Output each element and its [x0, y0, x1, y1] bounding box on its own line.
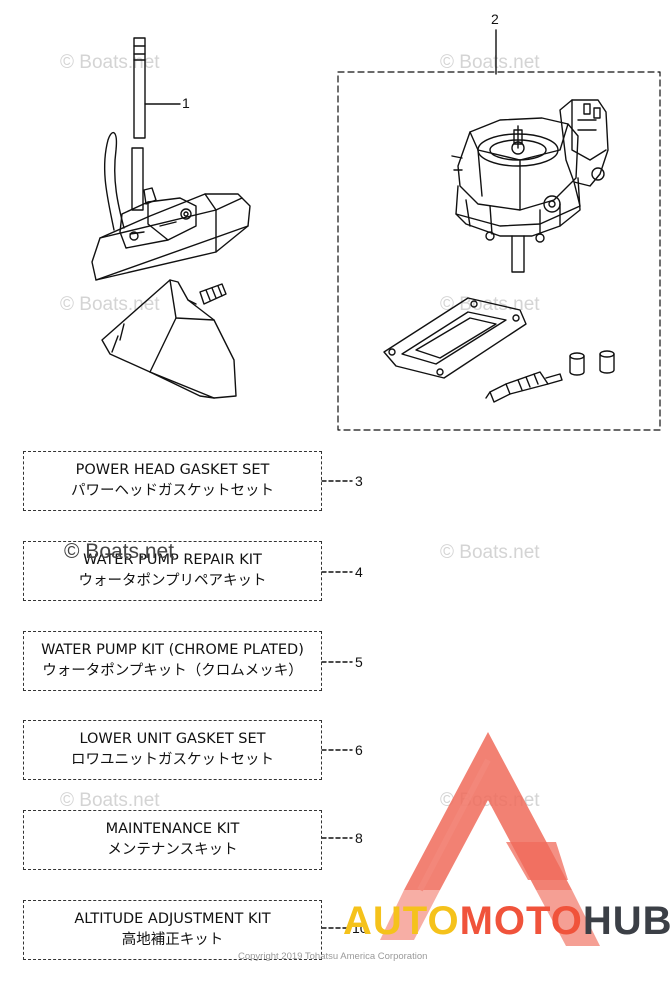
power-head-drawing: [451, 99, 609, 273]
kit-label-en: MAINTENANCE KIT: [105, 821, 240, 837]
lower-unit-drawing: [91, 37, 251, 399]
watermark: © Boats.net: [60, 294, 160, 315]
kit-box-maintenance-kit[interactable]: MAINTENANCE KIT メンテナンスキット: [23, 810, 322, 870]
automotohub-logo: [380, 732, 600, 946]
kit-label-en: WATER PUMP REPAIR KIT: [83, 552, 262, 568]
brand-part-moto: MOTO: [459, 899, 583, 943]
brand-part-auto: AUTO: [343, 899, 460, 943]
watermark: © Boats.net: [60, 790, 160, 811]
brand-wordmark: AUTOMOTOHUB: [343, 899, 672, 944]
gasket-drawing: [383, 297, 527, 379]
kit-label-en: LOWER UNIT GASKET SET: [79, 731, 266, 747]
kit-number: 4: [355, 564, 363, 580]
kit-box-water-pump-repair-kit[interactable]: WATER PUMP REPAIR KIT ウォータポンプリペアキット: [23, 541, 322, 601]
brand-part-hub: HUB: [582, 899, 672, 943]
watermark: © Boats.net: [440, 52, 540, 73]
watermark-overlay: © Boats.net: [64, 540, 175, 563]
kit-number: 5: [355, 654, 363, 670]
kit-number: 8: [355, 830, 363, 846]
caps-drawing: [569, 350, 615, 376]
kit-box-lower-unit-gasket-set[interactable]: LOWER UNIT GASKET SET ロワユニットガスケットセット: [23, 720, 322, 780]
kit-number: 10: [352, 920, 368, 936]
kit-label-jp: パワーヘッドガスケットセット: [71, 483, 274, 499]
kit-box-water-pump-kit[interactable]: WATER PUMP KIT (CHROME PLATED) ウォータポンプキッ…: [23, 631, 322, 691]
kit-number: 3: [355, 473, 363, 489]
kit-box-power-head-gasket-set[interactable]: POWER HEAD GASKET SET パワーヘッドガスケットセット: [23, 451, 322, 511]
kit-label-jp: 高地補正キット: [121, 932, 224, 948]
kit-number: 6: [355, 742, 363, 758]
kit-label-jp: ロワユニットガスケットセット: [71, 752, 274, 768]
power-head-frame: [337, 71, 661, 431]
kit-label-jp: メンテナンスキット: [107, 842, 238, 858]
callout-1: 1: [182, 95, 190, 111]
spark-plug-drawing: [485, 371, 563, 403]
watermark: © Boats.net: [440, 542, 540, 563]
kit-label-en: WATER PUMP KIT (CHROME PLATED): [41, 642, 304, 658]
kit-label-en: POWER HEAD GASKET SET: [75, 462, 270, 478]
kit-label-en: ALTITUDE ADJUSTMENT KIT: [74, 911, 271, 927]
copyright-text: Copyright 2019 Tohatsu America Corporati…: [238, 951, 428, 962]
kit-label-jp: ウォータポンプリペアキット: [78, 573, 267, 589]
callout-2: 2: [491, 11, 499, 27]
kit-label-jp: ウォータポンプキット（クロムメッキ）: [42, 663, 303, 679]
kit-box-altitude-adjustment-kit[interactable]: ALTITUDE ADJUSTMENT KIT 高地補正キット: [23, 900, 322, 960]
